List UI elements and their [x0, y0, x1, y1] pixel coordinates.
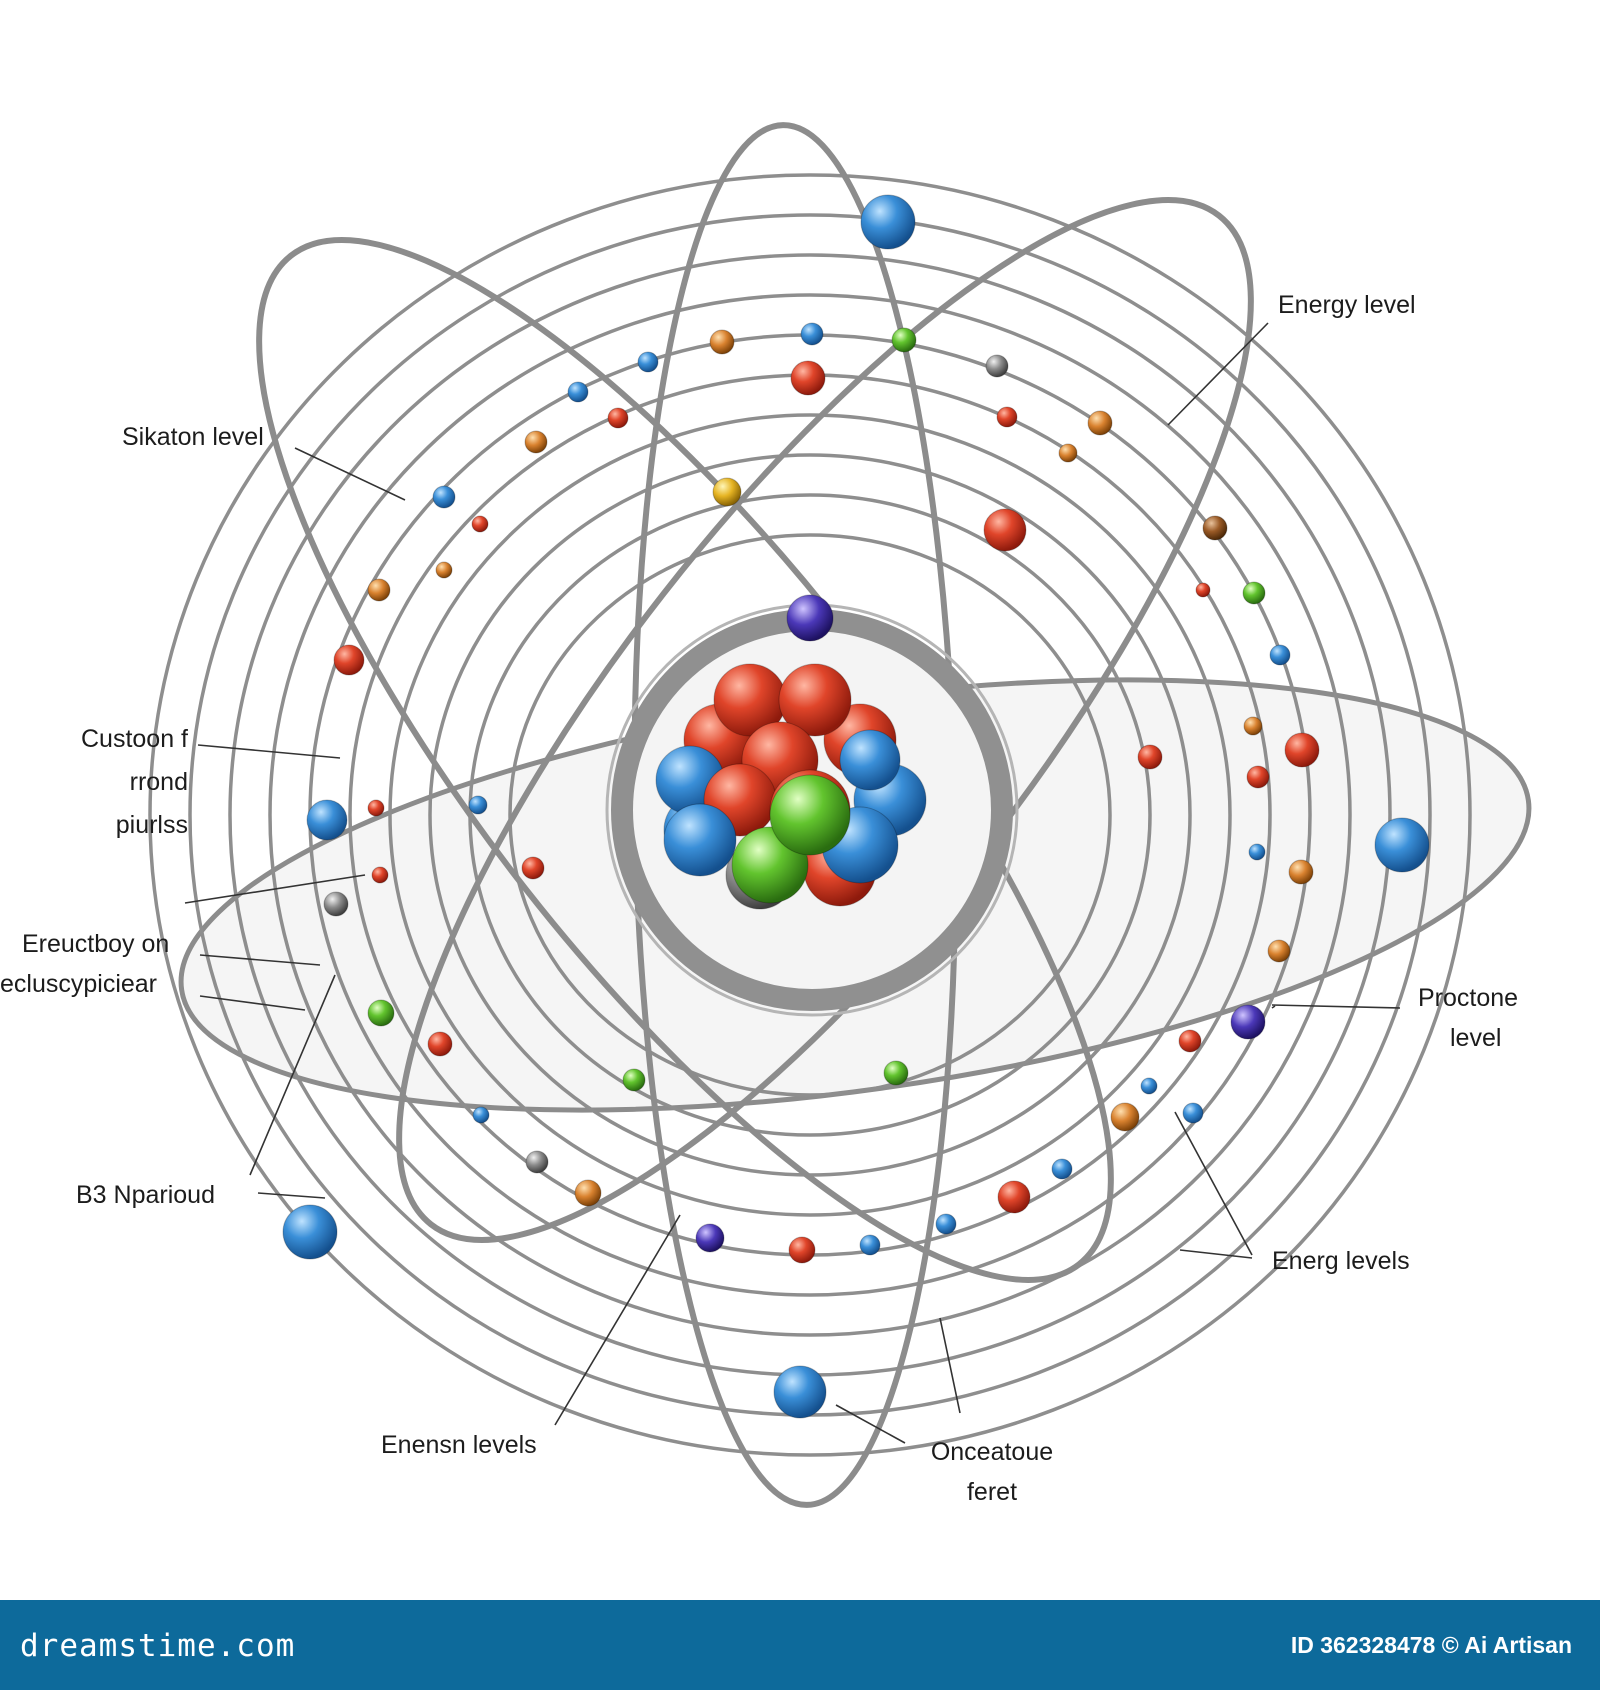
proton — [778, 663, 852, 737]
atom-diagram — [148, 122, 1532, 1508]
electron — [435, 561, 453, 579]
electron — [1182, 1102, 1204, 1124]
electron — [985, 354, 1009, 378]
neutron — [663, 803, 737, 877]
image-id-credit: ID 362328478 © Ai Artisan — [1290, 1632, 1572, 1658]
electron — [323, 891, 349, 917]
electron — [1137, 744, 1163, 770]
energy-ring — [388, 413, 1232, 1217]
electrons — [282, 194, 1430, 1419]
label-energy-level: Energy level — [1278, 291, 1416, 319]
electron — [472, 1106, 490, 1124]
label-sikaton-level: Sikaton level — [122, 423, 264, 451]
electron — [1051, 1158, 1073, 1180]
watermark-footer-bar: dreamstime.com ID 362328478 © Ai Artisan — [0, 1600, 1600, 1690]
electron — [860, 194, 916, 250]
energy-ring — [508, 533, 1112, 1097]
electron — [525, 1150, 549, 1174]
electron — [1246, 765, 1270, 789]
electron — [1058, 443, 1078, 463]
nucleon-green — [769, 774, 851, 856]
label-onceatoue: Onceatoue feret — [930, 1438, 1054, 1506]
electron — [891, 327, 917, 353]
electron — [468, 795, 488, 815]
electron — [1178, 1029, 1202, 1053]
electron — [1374, 817, 1430, 873]
electron — [637, 351, 659, 373]
label-proctone: Proctone level — [1418, 984, 1519, 1052]
electron — [282, 1204, 338, 1260]
electron — [1288, 859, 1314, 885]
electron — [1140, 1077, 1158, 1095]
electron — [773, 1365, 827, 1419]
electron — [1284, 732, 1320, 768]
electron — [1242, 581, 1266, 605]
electron — [983, 508, 1027, 552]
electron — [367, 578, 391, 602]
electron — [622, 1068, 646, 1092]
energy-ring — [268, 293, 1352, 1337]
leader-lines — [184, 322, 1401, 1444]
label-enensn-levels: Enensn levels — [381, 1431, 537, 1459]
electron — [574, 1179, 602, 1207]
electron — [859, 1234, 881, 1256]
electron — [1087, 410, 1113, 436]
electron — [333, 644, 365, 676]
brand-logo-text: dreamstime.com — [20, 1628, 296, 1664]
electron — [709, 329, 735, 355]
neutron — [839, 729, 901, 791]
electron — [1269, 644, 1291, 666]
electron — [521, 856, 545, 880]
electron — [471, 515, 489, 533]
electron — [883, 1060, 909, 1086]
electron — [1230, 1004, 1266, 1040]
electron — [367, 799, 385, 817]
electron — [1195, 582, 1211, 598]
label-ereuctboy: Ereuctboy on ecluscypiciear — [0, 930, 170, 998]
electron — [1267, 939, 1291, 963]
electron — [1110, 1102, 1140, 1132]
electron — [695, 1223, 725, 1253]
electron — [371, 866, 389, 884]
label-b3-nparioud: B3 Nparioud — [76, 1181, 215, 1209]
electron — [997, 1180, 1031, 1214]
electron — [432, 485, 456, 509]
electron — [607, 407, 629, 429]
electron — [1202, 515, 1228, 541]
label-custoon: Custoon f rrond piurlss — [80, 725, 188, 839]
electron — [790, 360, 826, 396]
nucleus — [655, 663, 927, 910]
electron — [996, 406, 1018, 428]
electron — [788, 1236, 816, 1264]
electron — [567, 381, 589, 403]
energy-ring — [148, 173, 1472, 1457]
electron — [800, 322, 824, 346]
electron — [935, 1213, 957, 1235]
electron — [1248, 843, 1266, 861]
electron — [306, 799, 348, 841]
electron — [427, 1031, 453, 1057]
label-energ-levels: Energ levels — [1272, 1247, 1410, 1275]
electron — [712, 477, 742, 507]
electron — [367, 999, 395, 1027]
electron — [1243, 716, 1263, 736]
electron — [786, 594, 834, 642]
electron — [524, 430, 548, 454]
